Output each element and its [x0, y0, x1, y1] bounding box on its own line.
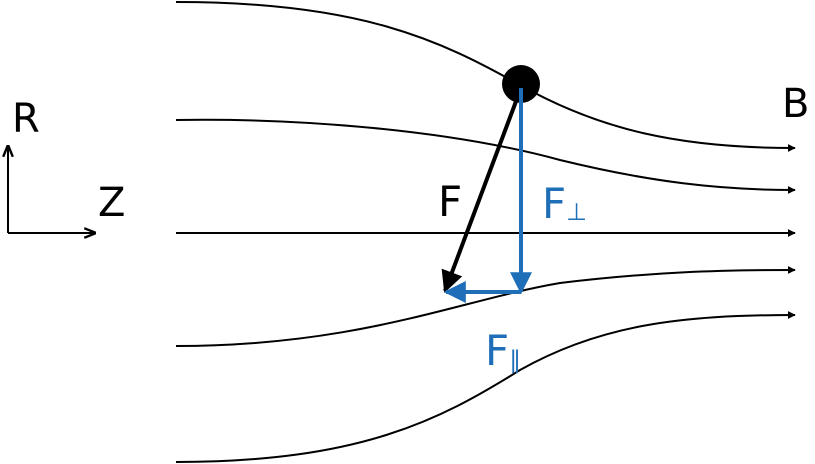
force-label: F — [438, 177, 462, 226]
force-par-main: F — [485, 326, 509, 375]
axis-r-label: R — [12, 96, 40, 142]
force-par-label: F∥ — [485, 326, 521, 375]
axis-z-label: Z — [98, 180, 125, 226]
field-line-5 — [175, 311, 796, 463]
force-perp-label: F⊥ — [542, 179, 587, 228]
force-perp-subscript: ⊥ — [566, 198, 587, 226]
force-arrow — [441, 87, 523, 294]
field-line-2 — [175, 118, 796, 194]
force-perp-main: F — [542, 179, 566, 228]
field-label-b: B — [782, 81, 809, 127]
force-par-subscript: ∥ — [509, 346, 521, 374]
particle — [502, 65, 540, 103]
field-line-4 — [175, 266, 796, 347]
field-line-1 — [175, 1, 796, 152]
